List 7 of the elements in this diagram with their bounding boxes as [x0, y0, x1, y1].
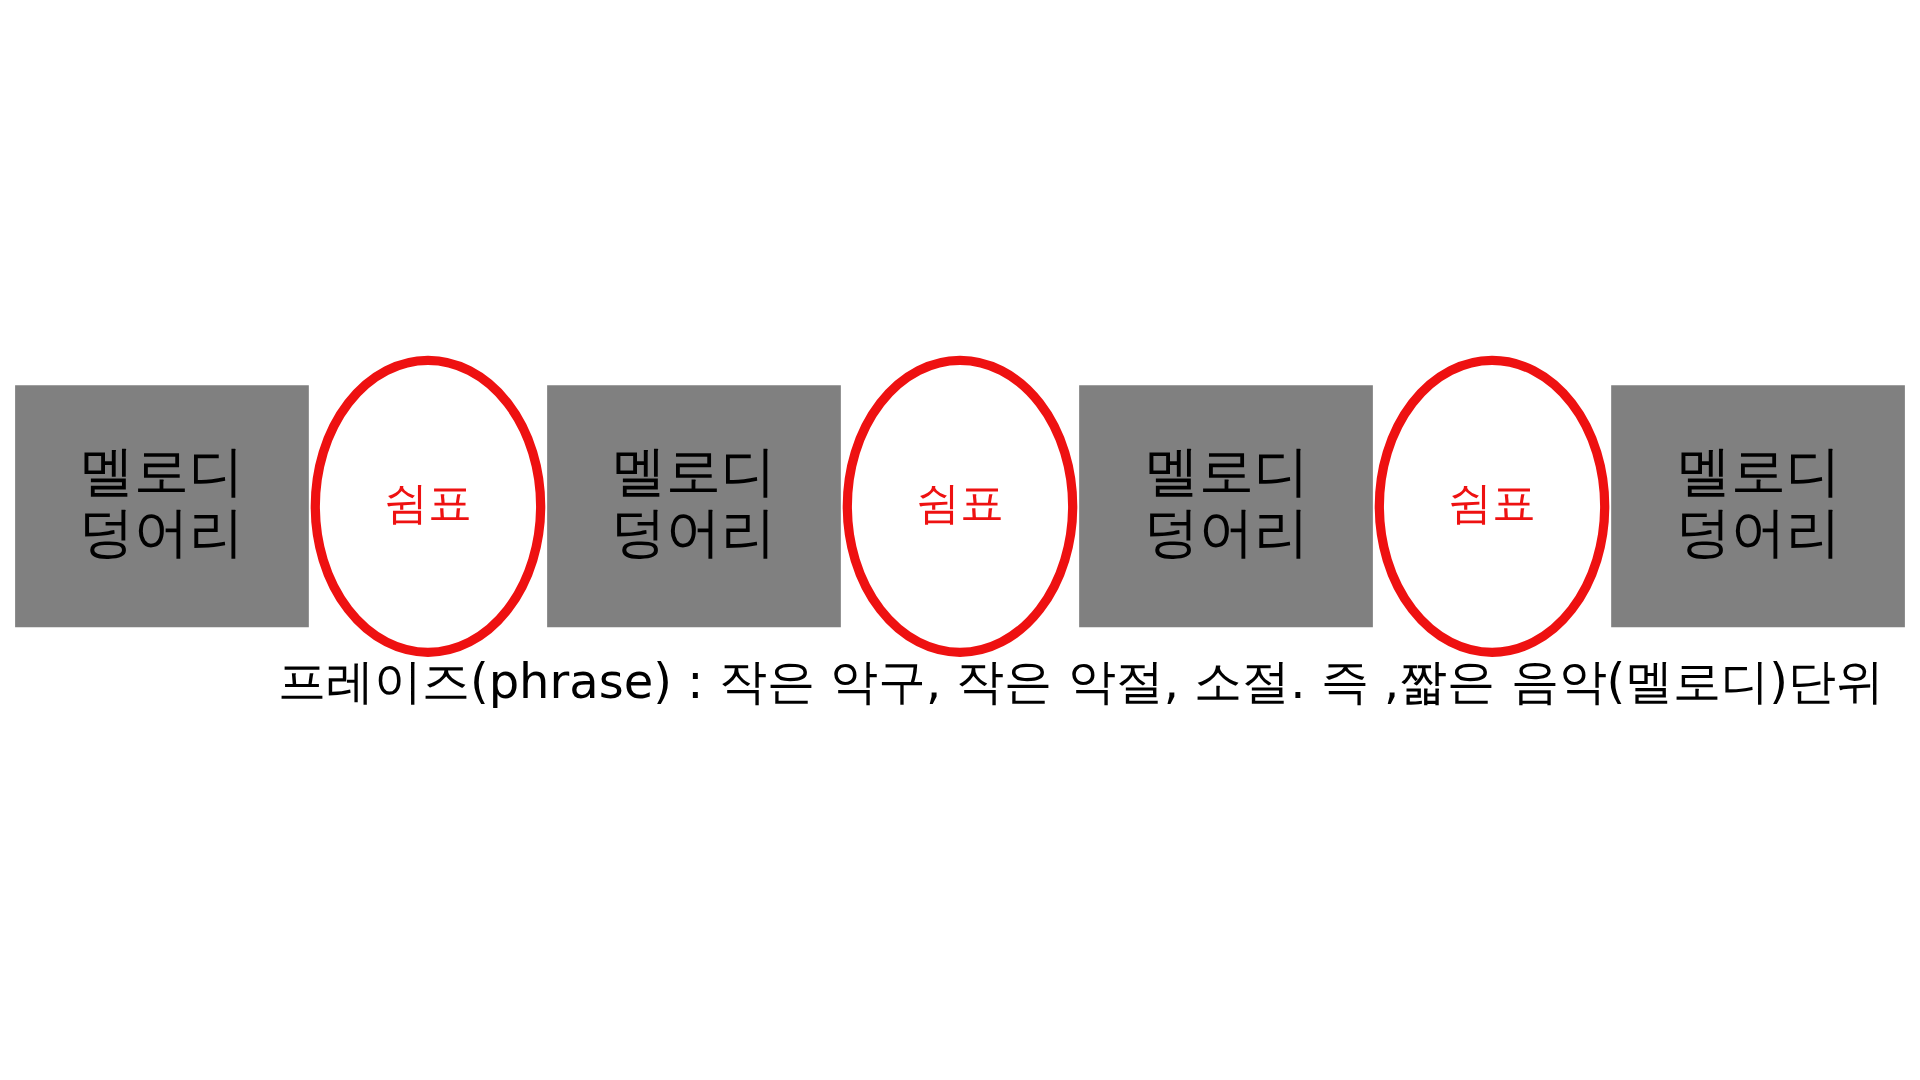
node-box: 멜로디 덩어리: [547, 384, 841, 627]
node-box: 멜로디 덩어리: [15, 384, 309, 627]
node-ellipse: 쉼표: [310, 355, 546, 657]
node-ellipse: 쉼표: [842, 355, 1078, 657]
node-box: 멜로디 덩어리: [1079, 384, 1373, 627]
node-ellipse: 쉼표: [1374, 355, 1610, 657]
node-box: 멜로디 덩어리: [1611, 384, 1905, 627]
